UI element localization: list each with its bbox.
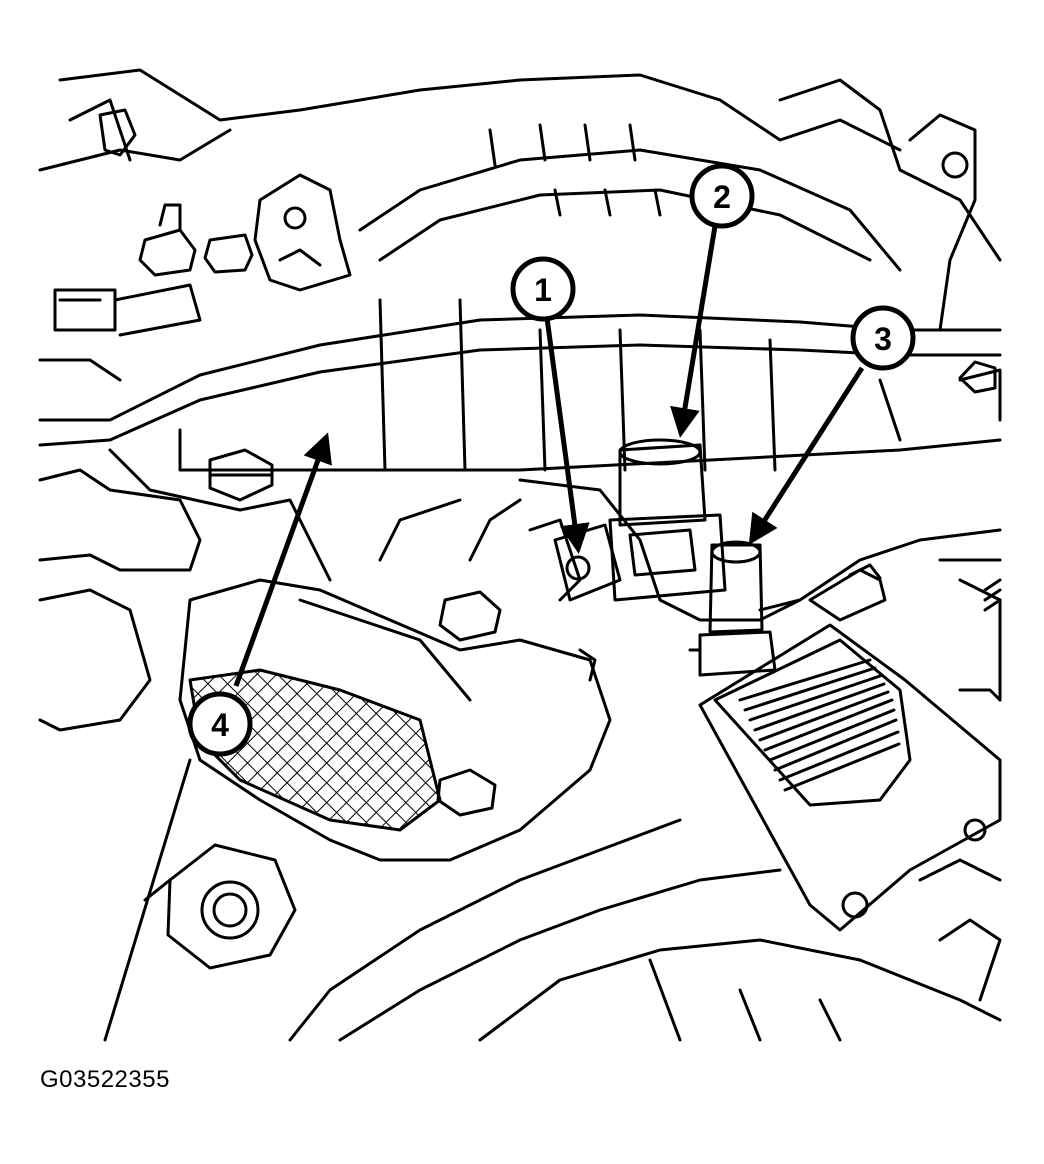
- callout-3-number: 3: [874, 321, 892, 357]
- leader-line-2: [670, 225, 718, 438]
- leader-line-4: [233, 432, 332, 687]
- callout-2-number: 2: [713, 179, 731, 215]
- leader-line-1: [544, 317, 590, 554]
- callout-4: 4: [187, 691, 253, 757]
- engine-line-art: [38, 68, 1002, 1042]
- leader-lines: [233, 225, 865, 687]
- callout-1: 1: [510, 256, 576, 322]
- callout-3: 3: [850, 305, 916, 371]
- callouts: 1 2 3 4: [187, 163, 916, 757]
- leader-line-3: [748, 366, 865, 546]
- callout-1-number: 1: [534, 272, 552, 308]
- callout-2: 2: [689, 163, 755, 229]
- figure-id-label: G03522355: [40, 1066, 170, 1093]
- callout-4-number: 4: [211, 707, 229, 743]
